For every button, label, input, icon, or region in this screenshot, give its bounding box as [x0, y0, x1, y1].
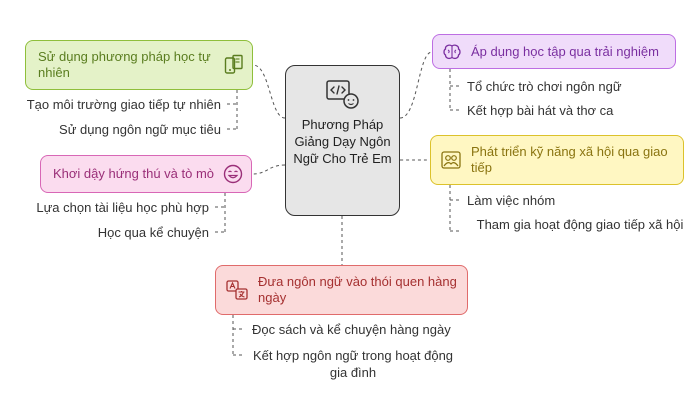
leaf-group-work: Làm việc nhóm — [467, 193, 556, 208]
code-child-icon — [325, 80, 360, 110]
translate-icon — [226, 280, 248, 300]
leaf-family-activities: Kết hợp ngôn ngữ trong hoạt động gia đìn… — [252, 348, 454, 380]
branch-natural-learning[interactable]: Sử dụng phương pháp học tự nhiên — [25, 40, 253, 90]
branch-social-skills[interactable]: Phát triển kỹ năng xã hội qua giao tiếp — [430, 135, 684, 185]
branch-daily-routine[interactable]: Đưa ngôn ngữ vào thói quen hàng ngày — [215, 265, 468, 315]
branch-natural-learning-title: Sử dụng phương pháp học tự nhiên — [38, 49, 211, 80]
branch-interest-curiosity-title: Khơi dậy hứng thú và tò mò — [53, 166, 215, 181]
central-topic-title: Phương Pháp Giảng Dạy Ngôn Ngữ Cho Trẻ E… — [293, 117, 392, 166]
phone-book-icon — [224, 54, 244, 76]
brain-icon — [443, 44, 461, 60]
leaf-social-activities: Tham gia hoạt động giao tiếp xã hội — [476, 217, 684, 232]
branch-social-skills-title: Phát triển kỹ năng xã hội qua giao tiếp — [471, 144, 668, 175]
leaf-daily-reading: Đọc sách và kể chuyện hàng ngày — [252, 322, 451, 337]
leaf-storytelling-learning: Học qua kể chuyện — [97, 225, 209, 240]
leaf-natural-environment: Tạo môi trường giao tiếp tự nhiên — [26, 97, 221, 112]
leaf-language-games: Tổ chức trò chơi ngôn ngữ — [467, 79, 622, 94]
leaf-songs-poems: Kết hợp bài hát và thơ ca — [467, 103, 614, 118]
people-icon — [441, 151, 461, 169]
branch-experiential-learning-title: Áp dụng học tập qua trải nghiệm — [471, 43, 659, 59]
leaf-target-language: Sử dụng ngôn ngữ mục tiêu — [59, 122, 221, 137]
branch-daily-routine-title: Đưa ngôn ngữ vào thói quen hàng ngày — [258, 274, 457, 305]
branch-experiential-learning[interactable]: Áp dụng học tập qua trải nghiệm — [432, 34, 676, 69]
smile-face-icon — [223, 164, 243, 184]
branch-interest-curiosity[interactable]: Khơi dậy hứng thú và tò mò — [40, 155, 252, 193]
central-topic[interactable]: Phương Pháp Giảng Dạy Ngôn Ngữ Cho Trẻ E… — [285, 65, 400, 216]
leaf-suitable-materials: Lựa chọn tài liệu học phù hợp — [36, 200, 209, 215]
